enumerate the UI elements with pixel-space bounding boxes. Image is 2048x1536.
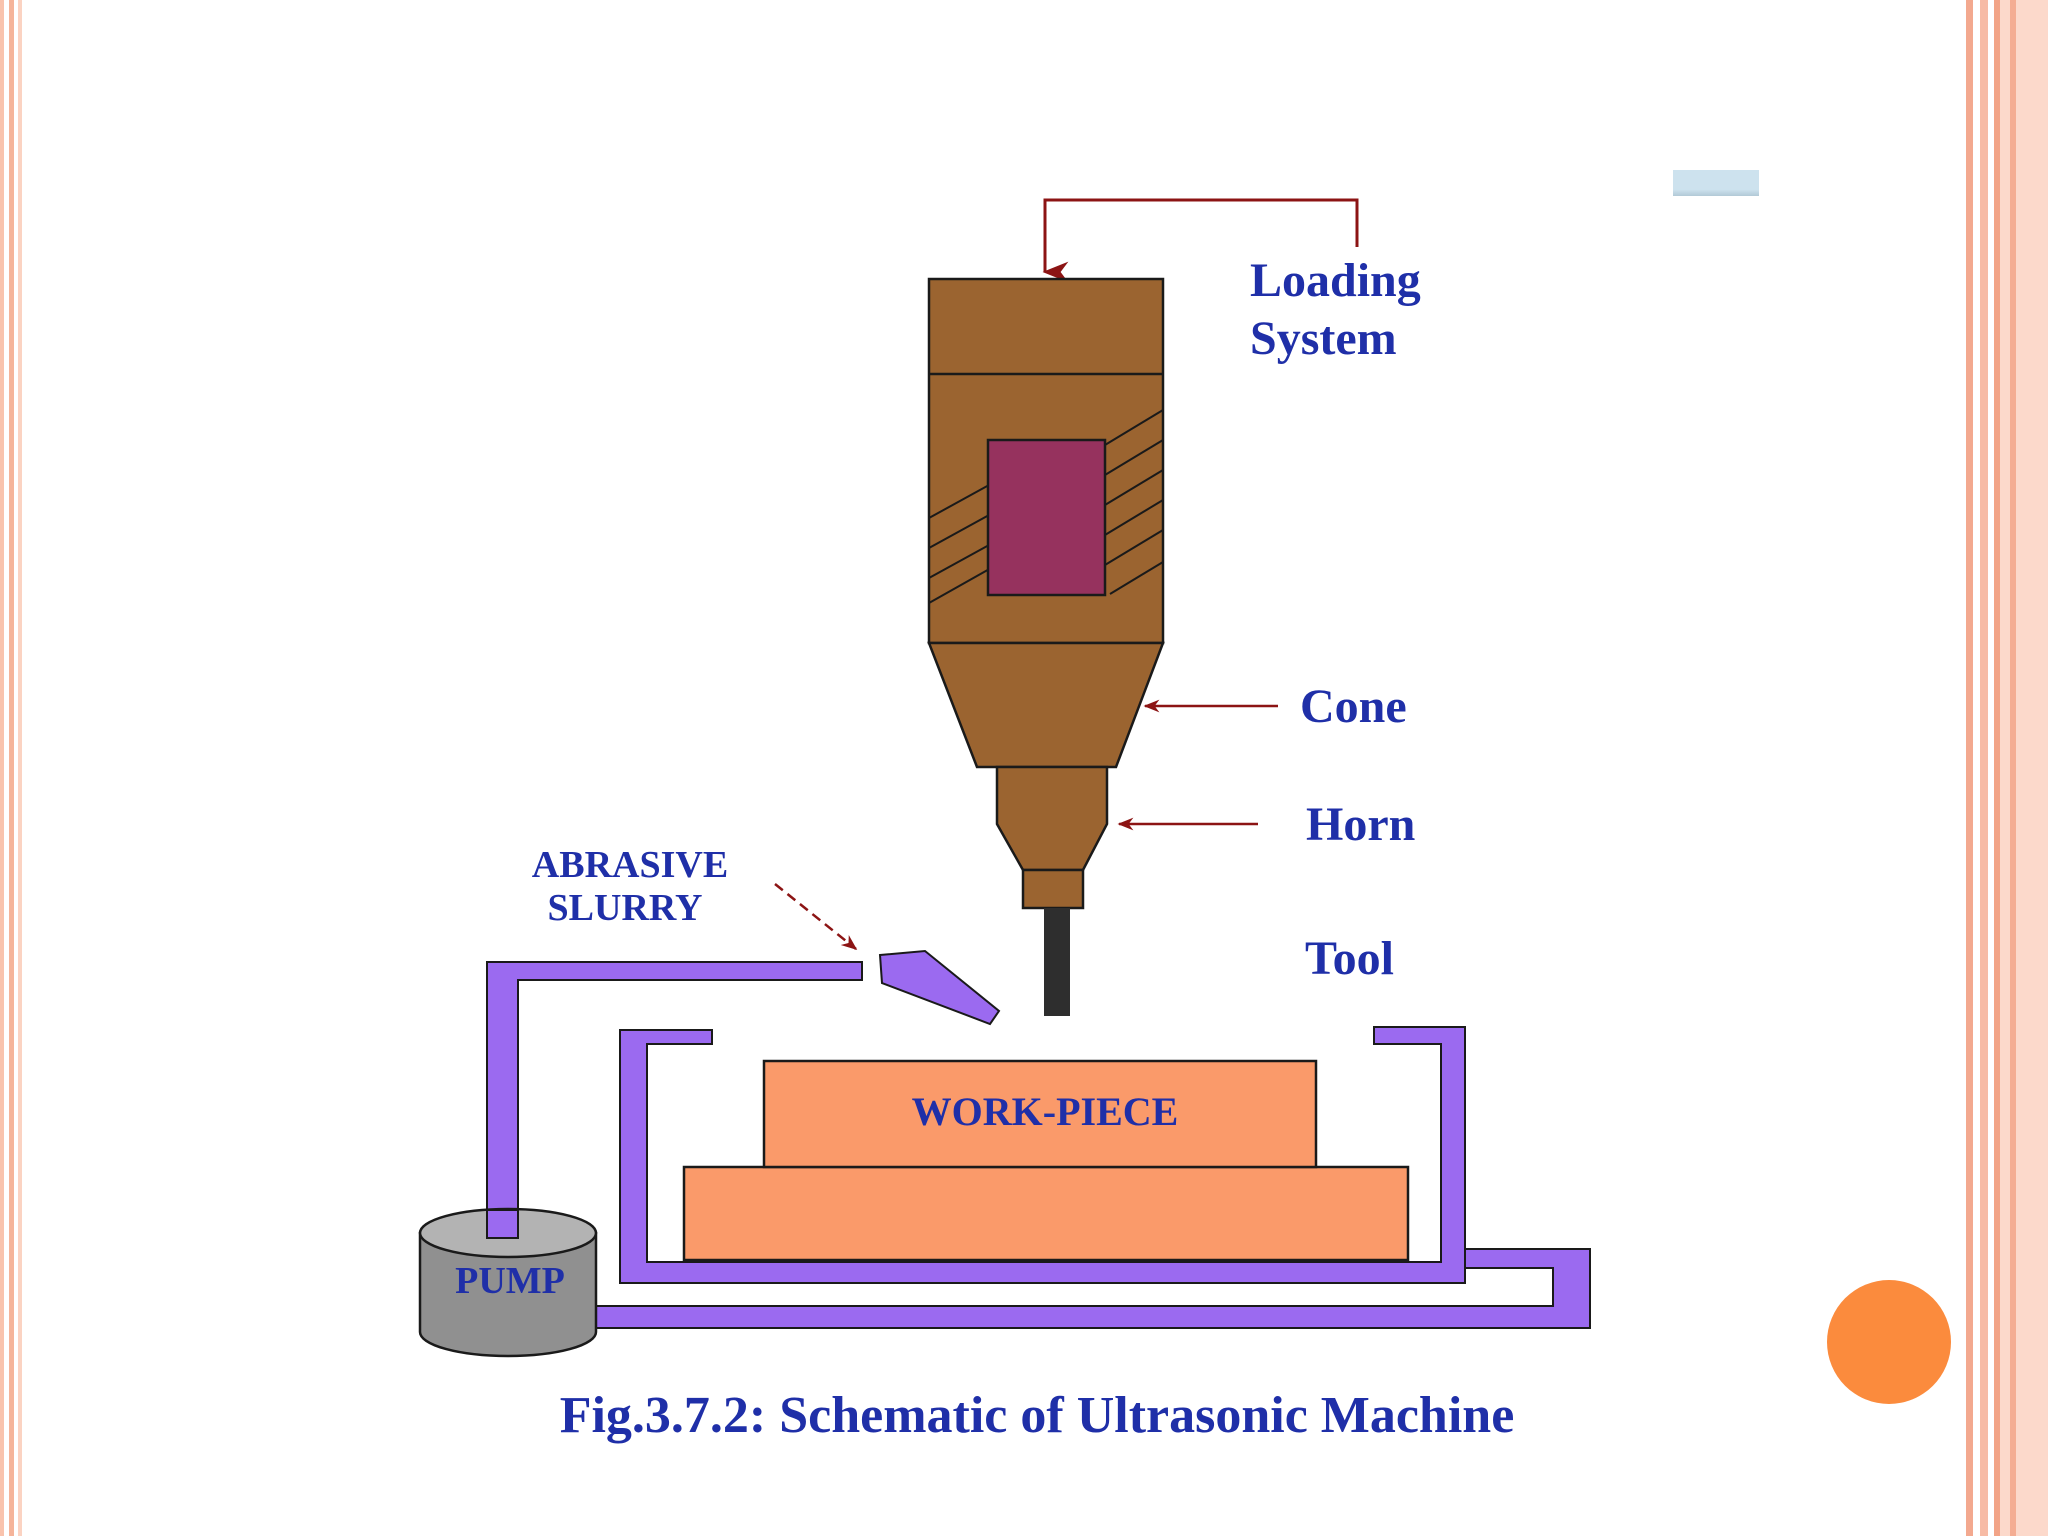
label-workpiece: WORK-PIECE [912,1089,1179,1134]
horn [995,765,1109,872]
pump [418,1207,598,1358]
header-tab-decoration [1673,170,1759,196]
cone [927,641,1165,769]
figure-caption: Fig.3.7.2: Schematic of Ultrasonic Machi… [560,1387,1515,1444]
magnetostrictive-core [986,438,1107,597]
horn-tip [1021,868,1085,910]
transducer-body [927,277,1165,645]
accent-circle [1827,1280,1951,1404]
abrasive-slurry-arrow [774,883,858,951]
slide-border-right [1966,0,2048,1536]
tool [1044,908,1070,1016]
label-tool: Tool [1305,932,1394,985]
slide-border-left [0,0,26,1536]
label-horn: Horn [1306,798,1415,851]
label-cone: Cone [1300,680,1407,733]
label-abrasive-line2: SLURRY [548,887,703,929]
label-loading-system-line2: System [1250,312,1397,365]
slurry-nozzle [878,949,1001,1026]
slurry-tank [619,1026,1466,1284]
workpiece [762,1059,1318,1169]
loading-system-arrow [1042,198,1359,283]
work-table [682,1165,1410,1262]
label-loading-system-line1: Loading [1250,254,1421,307]
label-abrasive-line1: ABRASIVE [532,844,728,886]
label-pump: PUMP [455,1260,565,1302]
